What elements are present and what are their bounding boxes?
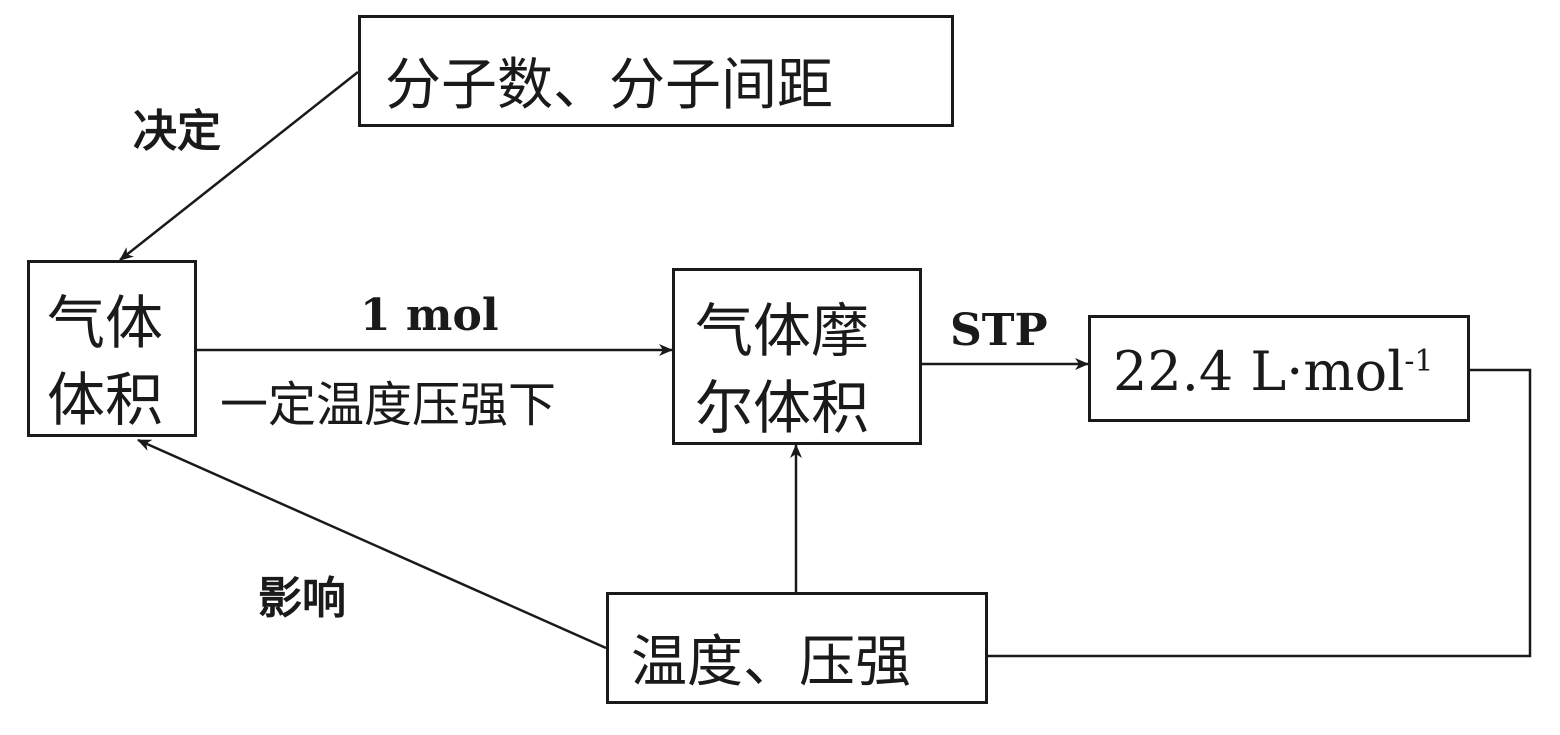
molecule-factors-box: 分子数、分子间距 [358, 15, 954, 127]
stp-value-text: 22.4 L·mol-1 [1113, 340, 1433, 403]
molar-volume-box: 气体摩 尔体积 [672, 268, 922, 445]
stp-value-exponent: -1 [1404, 344, 1434, 379]
molecule-factors-text: 分子数、分子间距 [385, 53, 833, 118]
determine-label: 决定 [133, 106, 221, 157]
influence-arrow [137, 438, 607, 650]
stp-label: STP [950, 305, 1048, 356]
gas-volume-text-line1: 气体 [47, 289, 164, 357]
molar-volume-text-line2: 尔体积 [695, 374, 870, 442]
influence-label: 影响 [258, 573, 346, 624]
conditions-box: 温度、压强 [606, 592, 988, 704]
one-mol-label: 1 mol [360, 290, 499, 341]
fixed-conditions-label: 一定温度压强下 [220, 377, 557, 433]
stp-value-main: 22.4 L·mol [1113, 340, 1405, 403]
conditions-text: 温度、压强 [631, 630, 911, 695]
gas-volume-box: 气体 体积 [27, 260, 197, 437]
determine-arrow [119, 71, 359, 261]
molar-volume-text-line1: 气体摩 [695, 297, 870, 365]
stp-value-box: 22.4 L·mol-1 [1088, 315, 1470, 422]
stp-value-to-conditions-line [987, 368, 1532, 658]
gas-volume-text-line2: 体积 [47, 366, 164, 434]
